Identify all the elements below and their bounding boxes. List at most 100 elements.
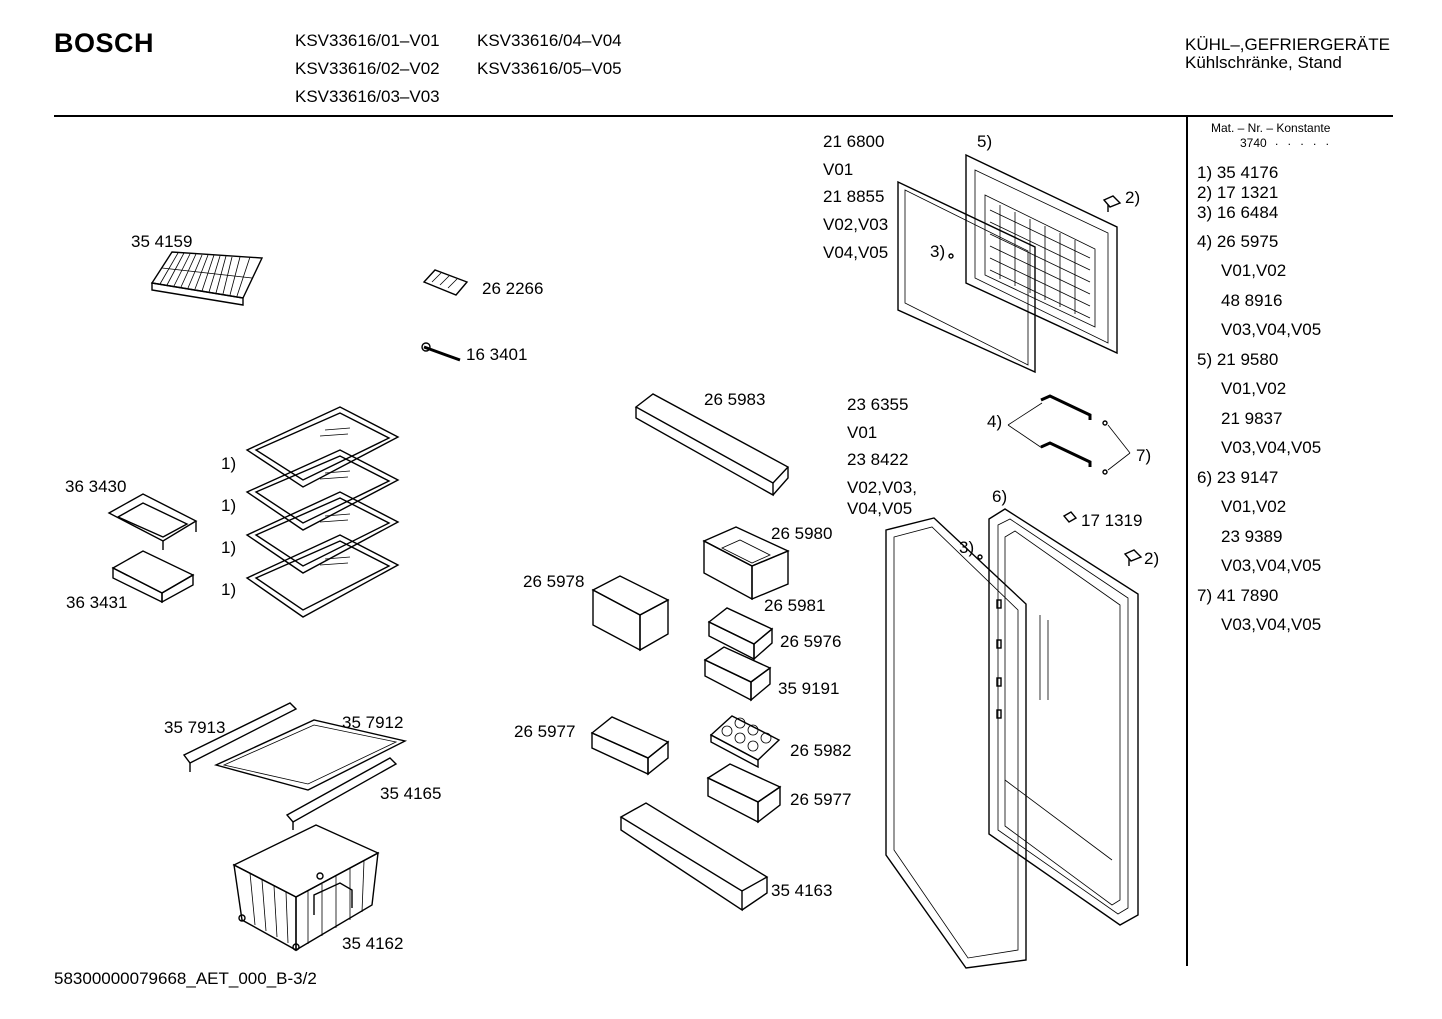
model-number: KSV33616/05–V05	[477, 59, 622, 78]
chiller-lid	[107, 493, 198, 550]
part-label: 35 9191	[778, 679, 840, 698]
part-label: 26 5980	[771, 524, 833, 543]
fridge-door	[988, 508, 1139, 926]
part-label: 16 3401	[466, 345, 528, 364]
ice-tray	[422, 269, 469, 296]
part-label: 1)	[221, 580, 237, 599]
part-label: V04,V05	[847, 499, 913, 518]
crisper-drawer	[232, 824, 380, 952]
part-label: 21 6800	[823, 132, 885, 151]
parts-list-entry: V03,V04,V05	[1221, 438, 1322, 457]
parts-list-header: Mat. – Nr. – Konstante	[1211, 121, 1331, 135]
part-label: 26 5978	[523, 572, 585, 591]
part-label: 35 4159	[131, 232, 193, 251]
part-label: 36 3431	[66, 593, 128, 612]
part-label: 5)	[977, 132, 993, 151]
parts-list-entry: V03,V04,V05	[1221, 556, 1322, 575]
part-label: 26 5983	[704, 390, 766, 409]
part-label: 1)	[221, 538, 237, 557]
parts-list-constant-dots: . . . . .	[1275, 134, 1333, 148]
part-label: 26 5981	[764, 596, 826, 615]
door-bin-small-b	[703, 646, 772, 702]
screw-icon	[948, 253, 954, 259]
parts-list-entry: V01,V02	[1221, 379, 1287, 398]
freezer-door	[965, 153, 1118, 355]
hinge-cap-icon	[1123, 549, 1143, 566]
part-label: 35 7913	[164, 718, 226, 737]
fastener-icon	[1062, 511, 1078, 523]
parts-list-entry: V03,V04,V05	[1221, 615, 1322, 634]
part-label: 26 5977	[514, 722, 576, 741]
door-handles	[1007, 394, 1131, 475]
part-label: 7)	[1136, 446, 1152, 465]
parts-list-entry: 2) 17 1321	[1197, 183, 1279, 202]
bottle-holder	[702, 526, 790, 601]
part-label: 2)	[1125, 188, 1141, 207]
part-label: 23 6355	[847, 395, 909, 414]
part-label: 2)	[1144, 549, 1160, 568]
part-label: 21 8855	[823, 187, 885, 206]
part-label: 1)	[221, 454, 237, 473]
door-bin-small-a	[707, 607, 774, 661]
parts-list-entry: 21 9837	[1221, 409, 1283, 428]
model-number: KSV33616/04–V04	[477, 31, 622, 50]
parts-list-entry: V01,V02	[1221, 497, 1287, 516]
tall-door-bin	[591, 575, 670, 652]
door-bin-right-low	[706, 763, 782, 824]
part-label: V02,V03	[823, 215, 889, 234]
document-id: 58300000079668_AET_000_B-3/2	[54, 969, 317, 988]
door-shelf-top	[634, 393, 790, 497]
part-label: V01	[847, 423, 878, 442]
wire-shelf	[150, 251, 264, 306]
category-title: KÜHL–,GEFRIERGERÄTE	[1185, 35, 1390, 54]
freezer-door-gasket	[897, 180, 1036, 374]
parts-list-entry: 5) 21 9580	[1197, 350, 1279, 369]
part-label: 17 1319	[1081, 511, 1143, 530]
chiller-tray	[111, 550, 195, 604]
part-label: 26 5977	[790, 790, 852, 809]
part-label: 6)	[992, 487, 1008, 506]
parts-list-entry: 23 9389	[1221, 527, 1283, 546]
parts-list-entry: 7) 41 7890	[1197, 586, 1279, 605]
parts-list-entry: 1) 35 4176	[1197, 163, 1279, 182]
part-label: 35 7912	[342, 713, 404, 732]
part-label: 3)	[930, 242, 946, 261]
part-label: 26 5982	[790, 741, 852, 760]
door-shelf-bottom	[619, 802, 769, 912]
part-label: 35 4165	[380, 784, 442, 803]
model-number: KSV33616/02–V02	[295, 59, 440, 78]
brand-logo: BOSCH	[54, 28, 155, 58]
model-number: KSV33616/03–V03	[295, 87, 440, 106]
part-label: 35 4163	[771, 881, 833, 900]
parts-list-entry: 3) 16 6484	[1197, 203, 1279, 222]
cover-trim-strip	[285, 757, 398, 830]
fridge-door-gasket	[885, 517, 1027, 969]
category-subtitle: Kühlschränke, Stand	[1185, 53, 1342, 72]
part-label: 4)	[987, 412, 1003, 431]
parts-list-constant: 3740	[1240, 136, 1267, 150]
parts-list-entry: V01,V02	[1221, 261, 1287, 280]
parts-list-entry: 48 8916	[1221, 291, 1283, 310]
parts-list-entry: V03,V04,V05	[1221, 320, 1322, 339]
door-bin-left-low	[590, 716, 670, 776]
part-label: V02,V03,	[847, 478, 917, 497]
glass-shelves	[245, 406, 400, 618]
parts-list-entry: 6) 23 9147	[1197, 468, 1279, 487]
ice-scraper	[421, 342, 461, 362]
shelf-trim-strip	[182, 702, 298, 772]
part-label: V04,V05	[823, 243, 889, 262]
hinge-cap-icon	[1102, 195, 1122, 212]
part-label: 26 2266	[482, 279, 544, 298]
part-label: 23 8422	[847, 450, 909, 469]
part-label: 36 3430	[65, 477, 127, 496]
crisper-cover-glass	[213, 719, 408, 791]
part-label: 26 5976	[780, 632, 842, 651]
part-label: 3)	[959, 538, 975, 557]
egg-tray	[709, 715, 781, 769]
part-label: V01	[823, 160, 854, 179]
part-label: 35 4162	[342, 934, 404, 953]
parts-list-entry: 4) 26 5975	[1197, 232, 1279, 251]
part-label: 1)	[221, 496, 237, 515]
screw-icon	[977, 554, 983, 560]
